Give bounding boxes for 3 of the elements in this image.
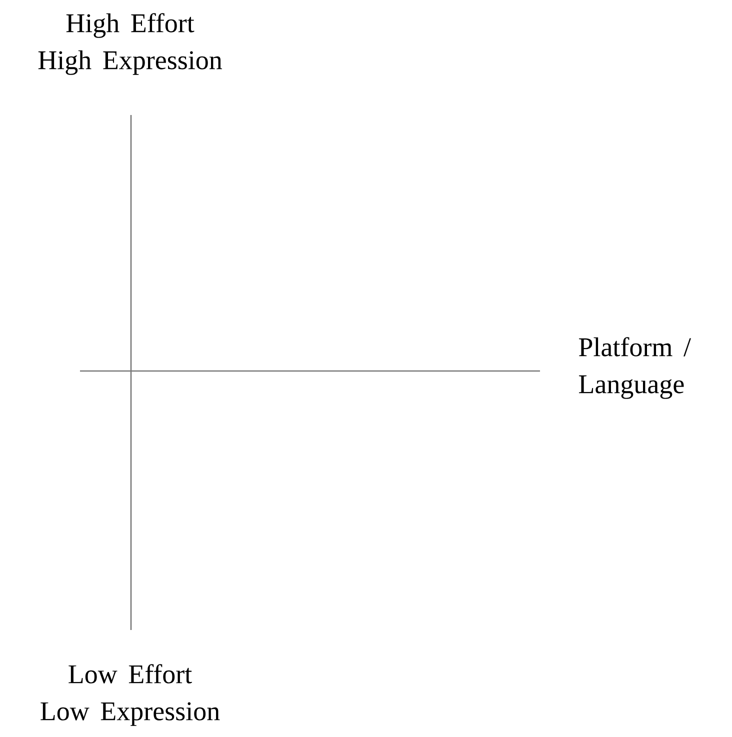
axis-label: Platform / Language [579, 337, 691, 399]
axis-label: High Effort High Expression [38, 13, 222, 75]
axis-label: Low Effort Low Expression [40, 664, 220, 726]
